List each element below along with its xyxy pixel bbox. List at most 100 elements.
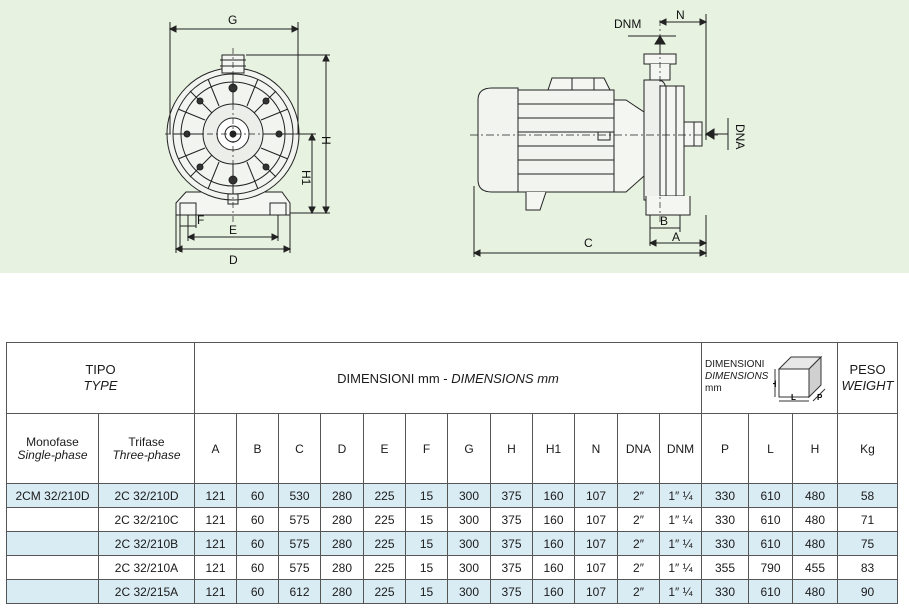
- col-header: P: [701, 413, 749, 484]
- table-cell: 2″: [617, 483, 660, 508]
- table-cell: 1″ ¼: [659, 531, 702, 556]
- col-header: Kg: [837, 413, 898, 484]
- table-cell: 2″: [617, 531, 660, 556]
- table-cell: 610: [748, 579, 793, 604]
- table-cell: 2CM 32/210D: [6, 483, 99, 508]
- col-header: L: [748, 413, 793, 484]
- table-cell: 107: [574, 483, 618, 508]
- table-cell: 575: [278, 507, 321, 532]
- table-cell: 60: [236, 579, 279, 604]
- table-cell: 1″ ¼: [659, 483, 702, 508]
- table-cell: 15: [405, 531, 448, 556]
- table-cell: 330: [701, 531, 749, 556]
- table-cell: 71: [837, 507, 898, 532]
- table-cell: 160: [532, 579, 575, 604]
- table-cell: 330: [701, 579, 749, 604]
- table-cell: 121: [194, 483, 237, 508]
- table-cell: 480: [792, 531, 838, 556]
- technical-drawing-panel: G H H1 F E D DNM N DNA B A C: [0, 0, 909, 273]
- table-cell: 2C 32/210D: [98, 483, 195, 508]
- table-cell: 75: [837, 531, 898, 556]
- dim-label-dna: DNA: [733, 124, 747, 149]
- dim-label-h: H: [319, 136, 333, 145]
- dim-label-h1: H1: [299, 170, 313, 186]
- table-cell: 610: [748, 483, 793, 508]
- col-header: N: [574, 413, 618, 484]
- table-cell: 15: [405, 483, 448, 508]
- table-cell: 2C 32/215A: [98, 579, 195, 604]
- table-cell: 107: [574, 579, 618, 604]
- table-cell: 160: [532, 483, 575, 508]
- table-cell: 225: [363, 507, 406, 532]
- table-cell: 160: [532, 531, 575, 556]
- table-cell: 480: [792, 483, 838, 508]
- pump-front-view: [165, 22, 330, 253]
- table-cell: 121: [194, 579, 237, 604]
- table-cell: 2C 32/210B: [98, 531, 195, 556]
- table-cell: 300: [447, 579, 491, 604]
- dim-label-g: G: [228, 13, 237, 27]
- table-cell: 280: [320, 483, 364, 508]
- table-cell: 610: [748, 507, 793, 532]
- table-cell: 790: [748, 555, 793, 580]
- dim-label-b: B: [660, 214, 668, 228]
- table-cell: 480: [792, 507, 838, 532]
- table-cell: 2″: [617, 507, 660, 532]
- dim-label-c: C: [584, 236, 593, 250]
- table-cell: 1″ ¼: [659, 579, 702, 604]
- table-cell: 375: [490, 483, 533, 508]
- table-cell: 15: [405, 579, 448, 604]
- table-cell: 15: [405, 555, 448, 580]
- dimensions-table: TIPO TYPE DIMENSIONI mm - DIMENSIONS mm …: [6, 342, 898, 604]
- table-cell: 58: [837, 483, 898, 508]
- col-header: A: [194, 413, 237, 484]
- table-cell: 2″: [617, 555, 660, 580]
- svg-text:P: P: [817, 393, 823, 402]
- table-cell: 375: [490, 579, 533, 604]
- table-cell: 375: [490, 531, 533, 556]
- table-cell: 2C 32/210C: [98, 507, 195, 532]
- dim-label-n: N: [676, 8, 685, 22]
- table-cell: 455: [792, 555, 838, 580]
- col-header: F: [405, 413, 448, 484]
- table-cell: 90: [837, 579, 898, 604]
- table-cell: 121: [194, 531, 237, 556]
- table-cell: 330: [701, 483, 749, 508]
- col-header: E: [363, 413, 406, 484]
- table-cell: 280: [320, 579, 364, 604]
- table-cell: 575: [278, 531, 321, 556]
- col-header: D: [320, 413, 364, 484]
- dim-label-e: E: [229, 223, 237, 237]
- table-cell: 160: [532, 507, 575, 532]
- table-cell: 530: [278, 483, 321, 508]
- dimensions-header: DIMENSIONI mm - DIMENSIONS mm: [194, 342, 702, 414]
- table-cell: 300: [447, 507, 491, 532]
- table-cell: 280: [320, 507, 364, 532]
- dim-label-f: F: [197, 213, 204, 227]
- table-cell: 83: [837, 555, 898, 580]
- col-header: H1: [532, 413, 575, 484]
- table-cell: 107: [574, 555, 618, 580]
- table-cell: 575: [278, 555, 321, 580]
- table-cell: [6, 579, 99, 604]
- table-cell: 121: [194, 555, 237, 580]
- table-cell: 330: [701, 507, 749, 532]
- table-cell: 480: [792, 579, 838, 604]
- table-cell: [6, 507, 99, 532]
- box-icon: H L P: [773, 355, 826, 402]
- table-cell: 612: [278, 579, 321, 604]
- svg-text:H: H: [773, 379, 777, 389]
- table-cell: [6, 555, 99, 580]
- col-header: H: [490, 413, 533, 484]
- table-cell: [6, 531, 99, 556]
- table-cell: 280: [320, 555, 364, 580]
- col-header: C: [278, 413, 321, 484]
- col-header: DNM: [659, 413, 702, 484]
- table-cell: 375: [490, 555, 533, 580]
- table-cell: 225: [363, 483, 406, 508]
- col-header: B: [236, 413, 279, 484]
